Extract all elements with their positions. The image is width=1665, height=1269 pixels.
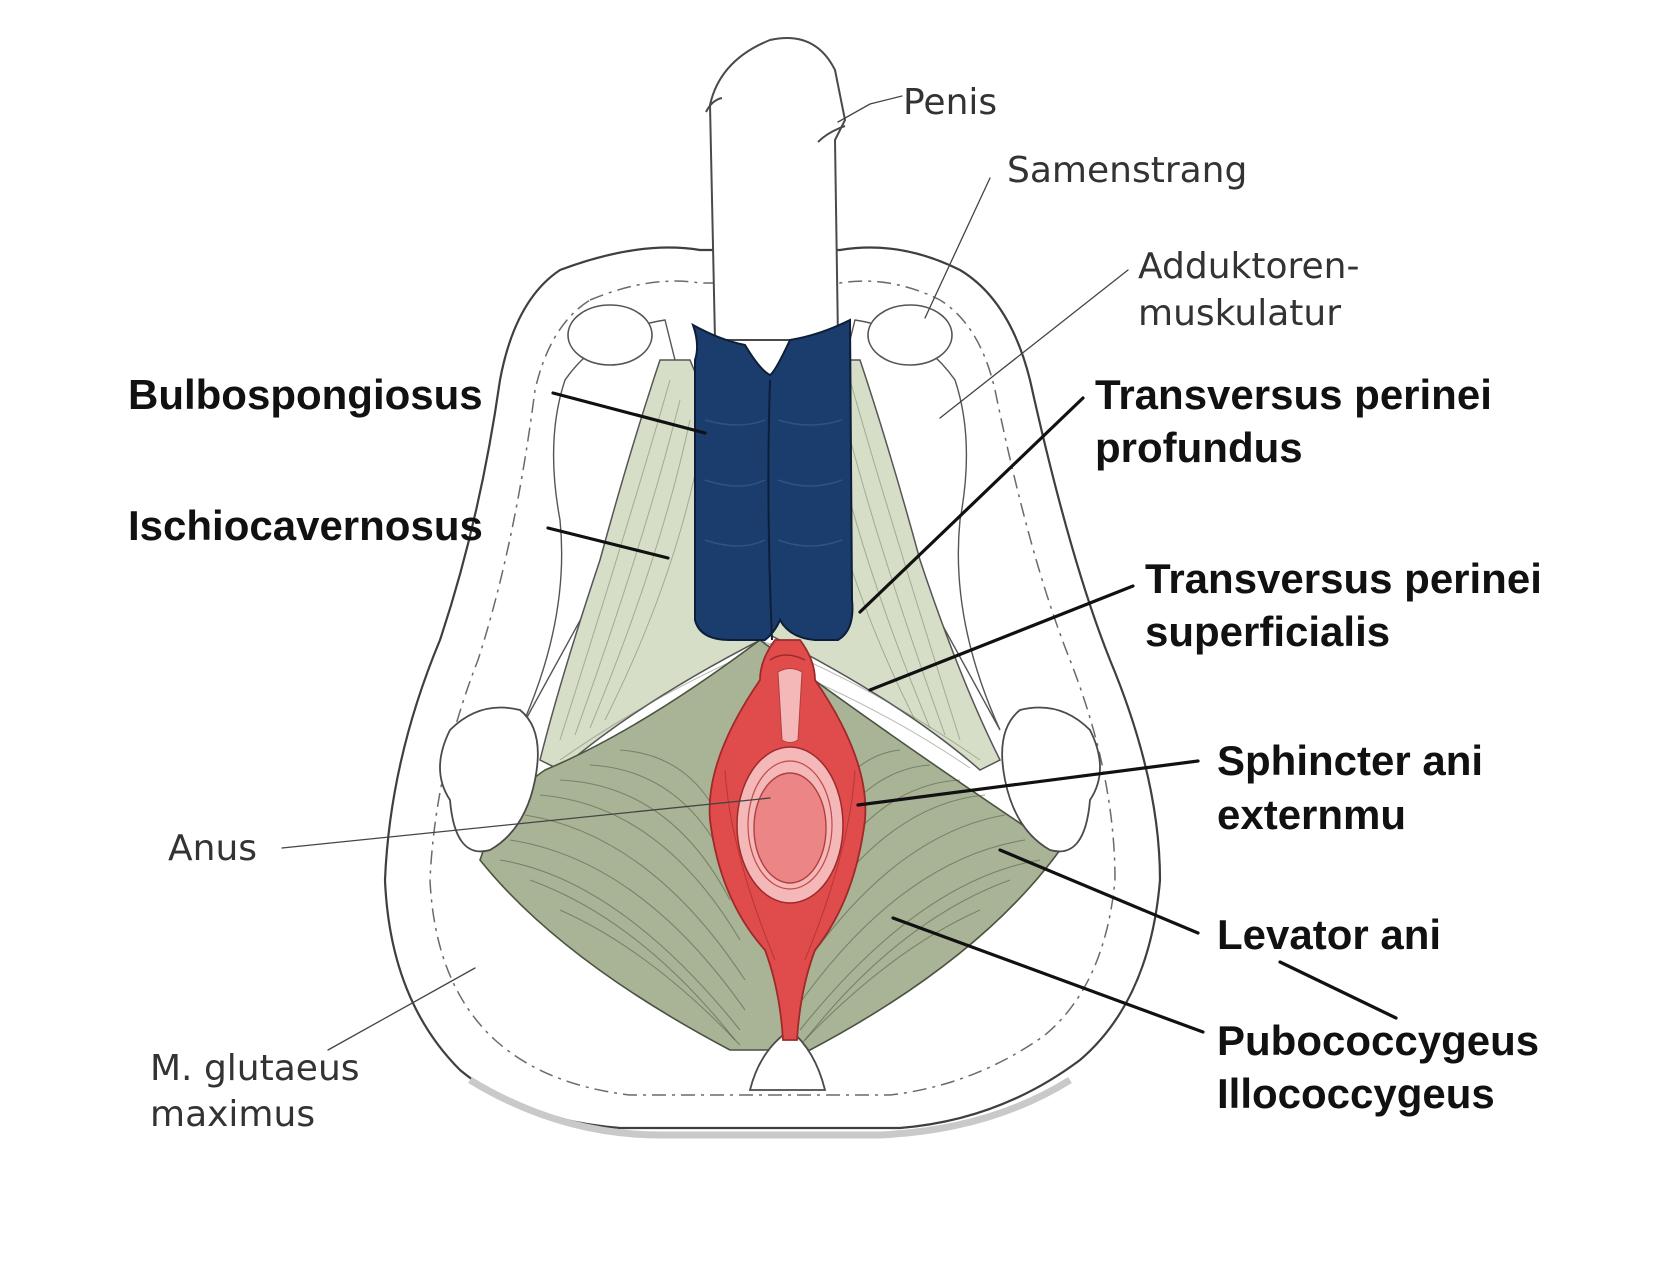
label-glutaeus-line2: maximus bbox=[150, 1094, 315, 1135]
bulbospongiosus-muscle bbox=[691, 318, 854, 641]
external-anal-sphincter bbox=[708, 639, 867, 1041]
label-transversus-superficialis-line1: Transversus perinei bbox=[1145, 555, 1542, 602]
label-levator-ani: Levator ani bbox=[1217, 911, 1441, 958]
label-adduktoren-line2: muskulatur bbox=[1138, 293, 1341, 334]
label-adduktoren-line1: Adduktoren- bbox=[1138, 246, 1359, 287]
label-bulbospongiosus: Bulbospongiosus bbox=[128, 371, 483, 418]
leader-bulbospongiosus bbox=[551, 391, 707, 435]
leader-lines bbox=[281, 95, 1398, 1051]
labels: Penis Samenstrang Adduktoren- muskulatur… bbox=[128, 82, 1542, 1135]
leader-ischiocavernosus bbox=[546, 526, 670, 560]
leader-penis bbox=[837, 95, 903, 123]
label-samenstrang: Samenstrang bbox=[1007, 150, 1247, 191]
leader-sphincter bbox=[856, 759, 1200, 807]
label-pubococcygeus: Pubococcygeus bbox=[1217, 1017, 1539, 1064]
leader-adduktoren bbox=[939, 269, 1129, 419]
leader-transversus-superficialis bbox=[868, 584, 1135, 692]
penis-shaft bbox=[705, 37, 847, 341]
label-transversus-profundus-line2: profundus bbox=[1095, 424, 1303, 471]
leader-levator-ani bbox=[998, 848, 1200, 935]
leader-samenstrang bbox=[924, 177, 991, 319]
anus-inner bbox=[753, 772, 827, 884]
label-illococcygeus: Illococcygeus bbox=[1217, 1070, 1495, 1117]
leader-anus bbox=[281, 797, 771, 849]
label-sphincter-line1: Sphincter ani bbox=[1217, 737, 1483, 784]
label-sphincter-line2: externmu bbox=[1217, 791, 1406, 838]
label-anus: Anus bbox=[168, 828, 257, 869]
left-spermatic-cord-oval bbox=[567, 304, 653, 366]
leader-pubococcygeus bbox=[891, 916, 1205, 1034]
label-penis: Penis bbox=[903, 82, 997, 123]
label-transversus-profundus-line1: Transversus perinei bbox=[1095, 371, 1492, 418]
leader-transversus-profundus bbox=[858, 396, 1085, 614]
leader-levator-to-pubococcygeus bbox=[1278, 960, 1398, 1020]
label-ischiocavernosus: Ischiocavernosus bbox=[128, 502, 483, 549]
right-spermatic-cord-oval bbox=[867, 304, 953, 366]
label-glutaeus-line1: M. glutaeus bbox=[150, 1048, 360, 1089]
leader-glutaeus bbox=[327, 967, 476, 1051]
label-transversus-superficialis-line2: superficialis bbox=[1145, 608, 1390, 655]
